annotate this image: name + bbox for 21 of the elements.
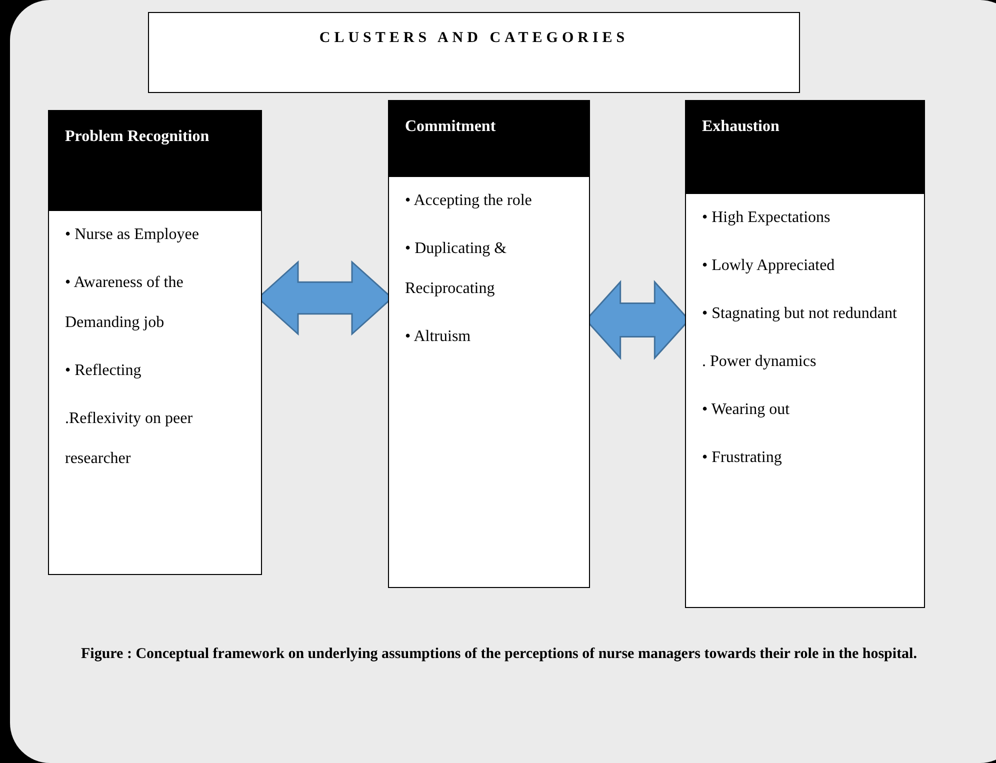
list-item: • Duplicating & Reciprocating bbox=[405, 239, 508, 299]
category-column bbox=[48, 110, 262, 575]
list-item: • Lowly Appreciated bbox=[702, 256, 836, 276]
list-item: • Altruism bbox=[405, 327, 472, 347]
header-text: Problem Recognition bbox=[65, 127, 210, 147]
title: CLUSTERS AND CATEGORIES bbox=[319, 29, 629, 48]
list-item: • High Expectations bbox=[702, 208, 832, 228]
list-item: • Stagnating but not redundant bbox=[702, 304, 898, 324]
category-column bbox=[685, 100, 925, 608]
header-text: Exhaustion bbox=[702, 117, 780, 137]
list-item: • Reflecting bbox=[65, 361, 142, 381]
header-text: Commitment bbox=[405, 117, 497, 137]
figure-caption: Figure : Conceptual framework on underlying assumptions of the perceptions of nurse managers towards their role in the hospital. bbox=[80, 645, 918, 664]
list-item: • Nurse as Employee bbox=[65, 225, 200, 245]
list-item: .Reflexivity on peer researcher bbox=[65, 409, 194, 469]
category-column bbox=[388, 100, 590, 588]
list-item: . Power dynamics bbox=[702, 352, 818, 372]
list-item: • Wearing out bbox=[702, 400, 791, 420]
list-item: • Frustrating bbox=[702, 448, 783, 468]
list-item: • Accepting the role bbox=[405, 191, 533, 211]
list-item: • Awareness of the Demanding job bbox=[65, 273, 184, 333]
